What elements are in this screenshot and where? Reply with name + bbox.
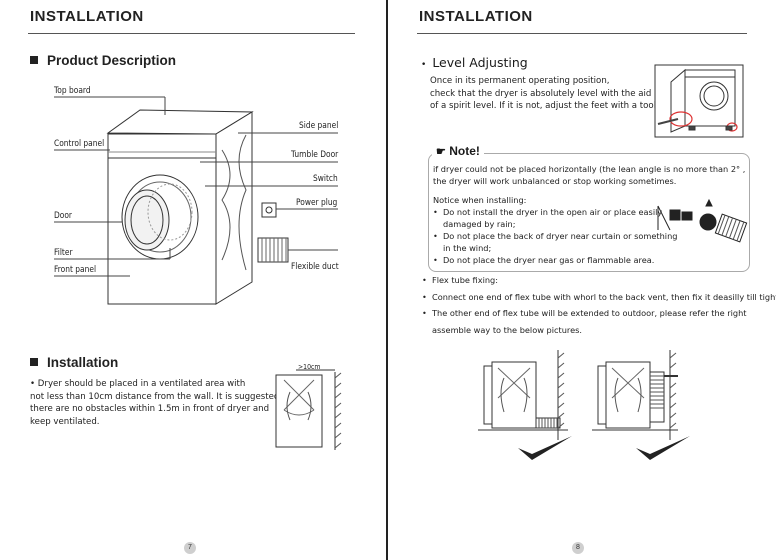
page-number: 8 (572, 542, 584, 554)
clearance-label: >10cm (298, 363, 321, 371)
label-switch: Switch (313, 174, 338, 184)
label-door: Door (54, 211, 72, 221)
label-side-panel: Side panel (299, 121, 339, 131)
hand-pointer-icon: ☛ (436, 146, 446, 158)
flex-item: •The other end of flex tube will be exte… (422, 308, 747, 318)
page-number: 7 (184, 542, 196, 554)
square-bullet-icon (30, 56, 38, 64)
wall-clearance-diagram (275, 369, 342, 450)
square-bullet-icon (30, 358, 38, 366)
note-text: if dryer could not be placed horizontall… (433, 163, 745, 187)
notice-list: Notice when installing: •Do not install … (433, 194, 677, 266)
page-header: INSTALLATION (30, 8, 144, 25)
installation-text: • Dryer should be placed in a ventilated… (30, 378, 279, 428)
installation-line: • Dryer should be placed in a ventilated… (30, 379, 246, 389)
level-text: Once in its permanent operating position… (430, 75, 659, 113)
level-line: Once in its permanent operating position… (430, 76, 610, 86)
installation-line: keep ventilated. (30, 416, 100, 427)
level-line: check that the dryer is absolutely level… (430, 88, 652, 99)
page-header: INSTALLATION (419, 8, 533, 25)
right-page: INSTALLATION •Level Adjusting Once in it… (388, 0, 776, 560)
header-rule (417, 33, 747, 34)
note-line: if dryer could not be placed horizontall… (433, 164, 746, 174)
machine-diagram (54, 96, 338, 305)
label-filter: Filter (54, 248, 73, 258)
label-tumble-door: Tumble Door (291, 150, 339, 160)
notice-item: •Do not place the dryer near gas or flam… (433, 255, 655, 265)
notice-item: damaged by rain; (443, 219, 516, 229)
level-line: of a spirit level. If it is not, adjust … (430, 101, 659, 111)
flex-item: •Connect one end of flex tube with whorl… (422, 291, 776, 302)
page-divider (386, 0, 388, 560)
installation-line: there are no obstacles within 1.5m in fr… (30, 404, 270, 414)
note-box (428, 153, 750, 272)
label-control-panel: Control panel (54, 139, 105, 149)
notice-item: •Do not install the dryer in the open ai… (433, 207, 663, 217)
notice-item: •Do not place the back of dryer near cur… (433, 231, 678, 241)
warning-icons (657, 198, 748, 243)
label-flexible-duct: Flexible duct (291, 262, 339, 272)
product-description-title: Product Description (30, 53, 176, 68)
notice-item: in the wind; (443, 243, 492, 253)
label-power-plug: Power plug (296, 198, 338, 208)
header-rule (28, 33, 355, 34)
duct-install-diagram (478, 350, 690, 460)
installation-title: Installation (30, 355, 118, 370)
left-page: INSTALLATION Product Description (0, 0, 386, 560)
note-title: ☛ Note! (432, 144, 484, 158)
flex-item: •Flex tube fixing: (422, 275, 498, 285)
label-top-board: Top board (54, 86, 91, 96)
level-adjusting-title: •Level Adjusting (421, 55, 528, 70)
flex-tube-list: •Flex tube fixing: •Connect one end of f… (422, 272, 776, 338)
installation-line: not less than 10cm distance from the wal… (30, 391, 280, 402)
label-front-panel: Front panel (54, 265, 97, 275)
note-line: the dryer will work unbalanced or stop w… (433, 176, 677, 186)
level-adjust-diagram (654, 64, 744, 138)
notice-heading: Notice when installing: (433, 195, 527, 205)
flex-item: assemble way to the below pictures. (432, 324, 582, 335)
checkmark-icon (518, 436, 690, 460)
